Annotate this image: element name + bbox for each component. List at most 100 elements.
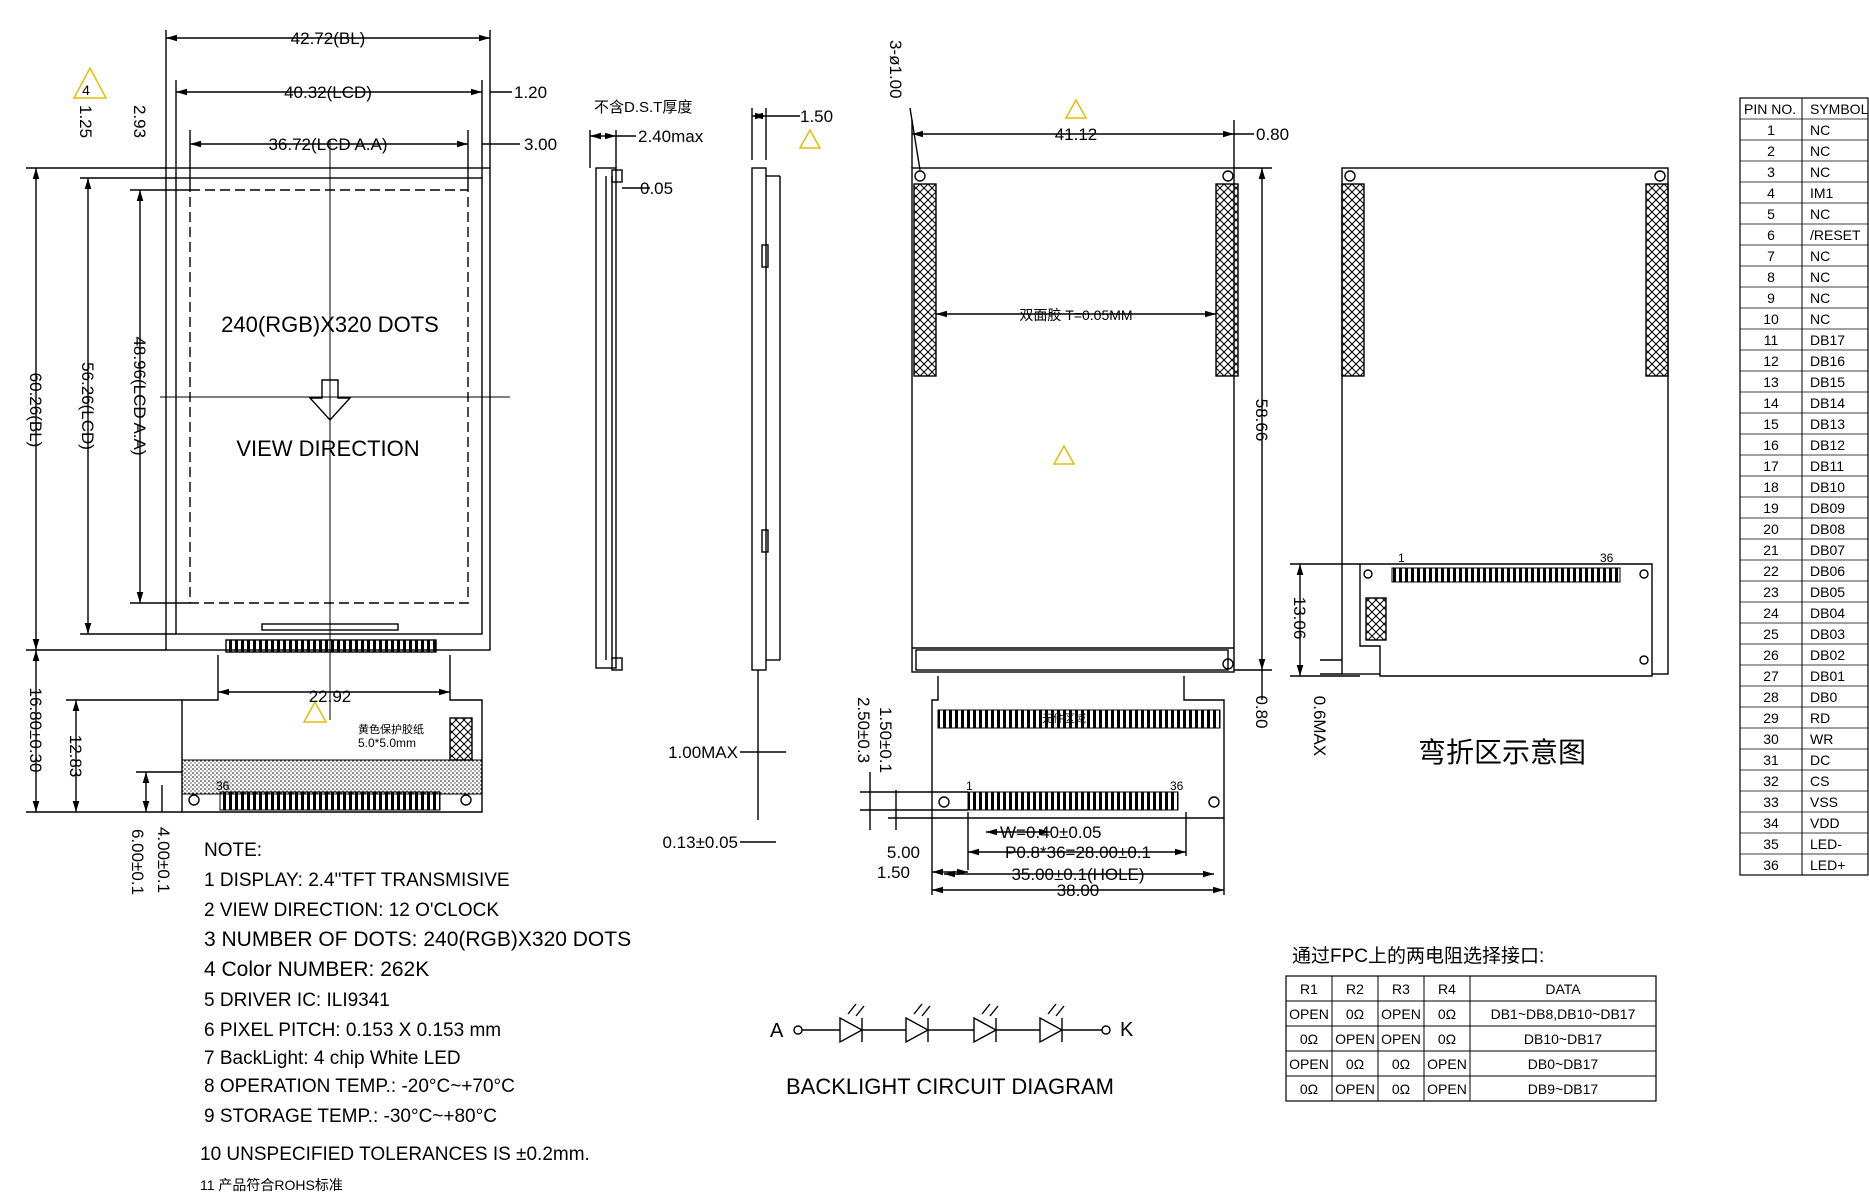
pin-symbol: LED+ bbox=[1810, 857, 1845, 873]
pin-symbol: DB05 bbox=[1810, 584, 1845, 600]
bend-view-labels: 1 36 13.06 0.6MAX 弯折区示意图 bbox=[1290, 551, 1614, 768]
back-view bbox=[860, 98, 1272, 895]
pin-number: 9 bbox=[1767, 290, 1775, 306]
pin-number: 27 bbox=[1763, 668, 1779, 684]
dim-080-top: 0.80 bbox=[1256, 125, 1289, 144]
pin-number: 16 bbox=[1763, 437, 1779, 453]
dim-5866: 58.66 bbox=[1252, 399, 1271, 442]
pin-number: 5 bbox=[1767, 206, 1775, 222]
note-10: 10 UNSPECIFIED TOLERANCES IS ±0.2mm. bbox=[200, 1144, 590, 1165]
dim-hole: 35.00±0.1(HOLE) bbox=[1011, 865, 1144, 884]
interface-cell: OPEN bbox=[1289, 1056, 1329, 1072]
pin-symbol: NC bbox=[1810, 206, 1830, 222]
dim-150-b: 1.50 bbox=[877, 863, 910, 882]
dim-aa-height: 48.96(LCD A.A) bbox=[130, 336, 149, 455]
note-9: 9 STORAGE TEMP.: -30°C~+80°C bbox=[204, 1106, 497, 1127]
pin-symbol: DB06 bbox=[1810, 563, 1845, 579]
pin-number: 18 bbox=[1763, 479, 1779, 495]
note-2: 2 VIEW DIRECTION: 12 O'CLOCK bbox=[204, 900, 499, 921]
dim-1306: 13.06 bbox=[1290, 597, 1309, 640]
dim-right-gap: 1.20 bbox=[514, 83, 547, 102]
pin-symbol: DB16 bbox=[1810, 353, 1845, 369]
pin-symbol: VDD bbox=[1810, 815, 1840, 831]
pin-symbol: LED- bbox=[1810, 836, 1842, 852]
pin-symbol: DB03 bbox=[1810, 626, 1845, 642]
tape-label-1: 黄色保护胶纸 bbox=[358, 722, 424, 736]
interface-cell: OPEN bbox=[1381, 1031, 1421, 1047]
dim-4112: 41.12 bbox=[1055, 125, 1098, 144]
interface-header-cell: DATA bbox=[1545, 981, 1581, 997]
pin-symbol: NC bbox=[1810, 269, 1830, 285]
dim-fpc-400: 4.00±0.1 bbox=[154, 827, 173, 893]
pin-symbol: DB09 bbox=[1810, 500, 1845, 516]
pin-number: 22 bbox=[1763, 563, 1779, 579]
pin-symbol: CS bbox=[1810, 773, 1829, 789]
side-view-fpc bbox=[740, 108, 822, 843]
dim-100max: 1.00MAX bbox=[668, 743, 738, 762]
side-view-title: 不含D.S.T厚度 bbox=[594, 99, 692, 116]
led-4 bbox=[1039, 1003, 1065, 1044]
dim-bl-height: 60.26(BL) bbox=[26, 373, 45, 448]
interface-cell: 0Ω bbox=[1392, 1056, 1410, 1072]
cathode-label: K bbox=[1120, 1019, 1134, 1041]
led-3 bbox=[973, 1003, 999, 1044]
pin-number: 25 bbox=[1763, 626, 1779, 642]
pin-number: 10 bbox=[1763, 311, 1779, 327]
dim-fpc-600: 6.00±0.1 bbox=[128, 829, 147, 895]
pin-symbol: DB13 bbox=[1810, 416, 1845, 432]
component-area-label: 元件区域 bbox=[1042, 712, 1086, 725]
dim-w: W=0.40±0.05 bbox=[1000, 823, 1101, 842]
note-1: 1 DISPLAY: 2.4"TFT TRANSMISIVE bbox=[204, 870, 510, 891]
notes-block: NOTE: 1 DISPLAY: 2.4"TFT TRANSMISIVE 2 V… bbox=[200, 840, 631, 1193]
pin-number: 23 bbox=[1763, 584, 1779, 600]
backlight-caption: BACKLIGHT CIRCUIT DIAGRAM bbox=[786, 1074, 1114, 1099]
interface-cell: OPEN bbox=[1381, 1006, 1421, 1022]
dim-bl-width: 42.72(BL) bbox=[291, 29, 366, 48]
pin-number: 4 bbox=[1767, 185, 1775, 201]
pin-number: 20 bbox=[1763, 521, 1779, 537]
notes-heading: NOTE: bbox=[204, 840, 262, 861]
interface-cell: 0Ω bbox=[1346, 1056, 1364, 1072]
pin-number: 26 bbox=[1763, 647, 1779, 663]
pin-number: 29 bbox=[1763, 710, 1779, 726]
dim-250: 2.50±0.3 bbox=[854, 697, 873, 763]
pin-number: 12 bbox=[1763, 353, 1779, 369]
dim-aa-width: 36.72(LCD A.A) bbox=[268, 135, 387, 154]
pin-symbol: DC bbox=[1810, 752, 1830, 768]
dim-top-293: 2.93 bbox=[130, 105, 149, 138]
pin-symbol: DB11 bbox=[1810, 458, 1844, 474]
pin-number: 36 bbox=[1763, 857, 1779, 873]
pin-symbol: NC bbox=[1810, 122, 1830, 138]
pin-symbol: DB14 bbox=[1810, 395, 1845, 411]
bend-caption: 弯折区示意图 bbox=[1418, 737, 1586, 768]
dim-fpc-width: 22.92 bbox=[309, 687, 352, 706]
backlight-labels: A K BACKLIGHT CIRCUIT DIAGRAM bbox=[770, 1019, 1134, 1099]
interface-cell: 0Ω bbox=[1438, 1031, 1456, 1047]
pin-number: 30 bbox=[1763, 731, 1779, 747]
pin-number: 7 bbox=[1767, 248, 1775, 264]
pin-symbol: NC bbox=[1810, 164, 1830, 180]
interface-cell: 0Ω bbox=[1346, 1006, 1364, 1022]
interface-cell: 0Ω bbox=[1300, 1031, 1318, 1047]
pin-symbol: NC bbox=[1810, 143, 1830, 159]
dim-013: 0.13±0.05 bbox=[662, 833, 738, 852]
dim-3800: 38.00 bbox=[1057, 881, 1100, 900]
pin-number: 1 bbox=[1767, 122, 1775, 138]
led-2 bbox=[905, 1003, 931, 1044]
pin-number: 33 bbox=[1763, 794, 1779, 810]
tape-label-2: 5.0*5.0mm bbox=[358, 736, 416, 750]
pin-number: 15 bbox=[1763, 416, 1779, 432]
pin-number: 34 bbox=[1763, 815, 1779, 831]
interface-cell: OPEN bbox=[1427, 1081, 1467, 1097]
dim-150-fpc: 1.50±0.1 bbox=[876, 707, 895, 773]
interface-cell: OPEN bbox=[1427, 1056, 1467, 1072]
pin-number: 32 bbox=[1763, 773, 1779, 789]
dim-holes: 3-ø1.00 bbox=[886, 40, 905, 99]
dim-aa-right: 3.00 bbox=[524, 135, 557, 154]
pin-number: 31 bbox=[1763, 752, 1779, 768]
tape-double-label: 双面胶 T=0.05MM bbox=[1019, 307, 1132, 323]
pin-number: 11 bbox=[1764, 332, 1779, 348]
dim-005: 0.05 bbox=[640, 179, 673, 198]
